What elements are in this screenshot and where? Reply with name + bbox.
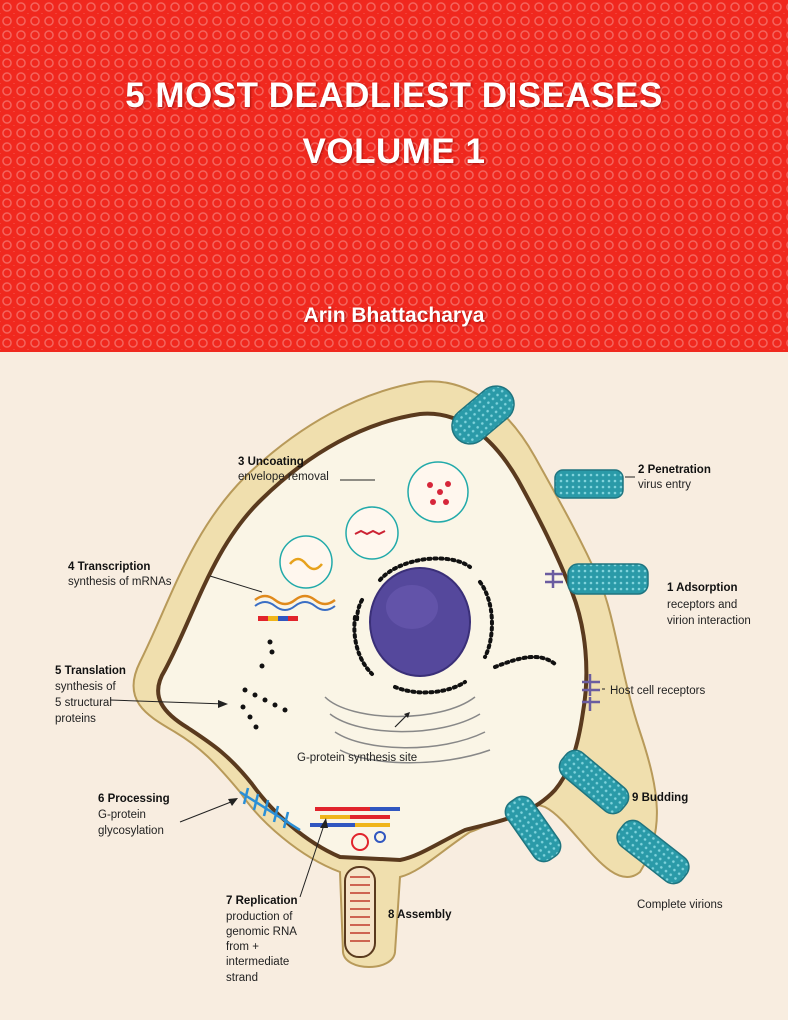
label-uncoating-desc: envelope removal [238, 471, 329, 483]
label-budding-title: 9 Budding [632, 792, 688, 804]
virus-lifecycle-diagram: 3 Uncoating envelope removal 2 Penetrati… [55, 380, 751, 984]
label-processing-title: 6 Processing [98, 793, 170, 805]
virion-entering [451, 385, 515, 445]
label-replication-desc-2: genomic RNA [226, 926, 297, 938]
vesicle-2 [345, 506, 399, 560]
label-processing-desc-2: glycosylation [98, 825, 164, 837]
label-replication-desc-5: strand [226, 972, 258, 984]
label-gprotein-site: G-protein synthesis site [297, 752, 417, 764]
virion-budding-2 [504, 795, 562, 863]
endoplasmic-reticulum [352, 556, 557, 695]
label-transcription-desc: synthesis of mRNAs [68, 576, 172, 588]
label-adsorption-title: 1 Adsorption [667, 582, 738, 594]
label-transcription-title: 4 Transcription [68, 561, 150, 573]
title-line-2: VOLUME 1 [302, 132, 486, 171]
label-uncoating-title: 3 Uncoating [238, 456, 304, 468]
title-line-1: 5 MOST DEADLIEST DISEASES [125, 76, 663, 115]
author-name: Arin Bhattacharya [303, 304, 485, 327]
vesicle-3 [279, 535, 333, 589]
label-host-receptors: Host cell receptors [610, 685, 705, 697]
host-cell-receptors [545, 570, 600, 711]
virion-adsorption [567, 563, 649, 595]
red-pattern-band: 5 MOST DEADLIEST DISEASES VOLUME 1 Arin … [0, 0, 788, 352]
assembly-virion [344, 866, 376, 958]
virion-penetration [554, 469, 624, 499]
virion-complete [616, 819, 690, 885]
label-translation-desc-3: proteins [55, 713, 96, 725]
label-replication-desc-3: from + [226, 941, 259, 953]
label-translation-desc-2: 5 structural [55, 697, 112, 709]
label-translation-title: 5 Translation [55, 665, 126, 677]
label-complete-virions: Complete virions [637, 899, 723, 911]
label-penetration-desc: virus entry [638, 479, 691, 491]
label-replication-desc-4: intermediate [226, 956, 289, 968]
golgi-apparatus [324, 696, 491, 764]
label-assembly-title: 8 Assembly [388, 909, 452, 921]
label-processing-desc-1: G-protein [98, 809, 146, 821]
label-replication-title: 7 Replication [226, 895, 298, 907]
replication-strands [310, 807, 400, 851]
glycoprotein-spikes [239, 787, 301, 832]
label-penetration-title: 2 Penetration [638, 464, 711, 476]
label-translation-desc-1: synthesis of [55, 681, 117, 693]
label-adsorption-desc-1: receptors and [667, 599, 737, 611]
label-replication-desc-1: production of [226, 911, 293, 923]
virion-budding [558, 749, 630, 815]
label-adsorption-desc-2: virion interaction [667, 615, 751, 627]
